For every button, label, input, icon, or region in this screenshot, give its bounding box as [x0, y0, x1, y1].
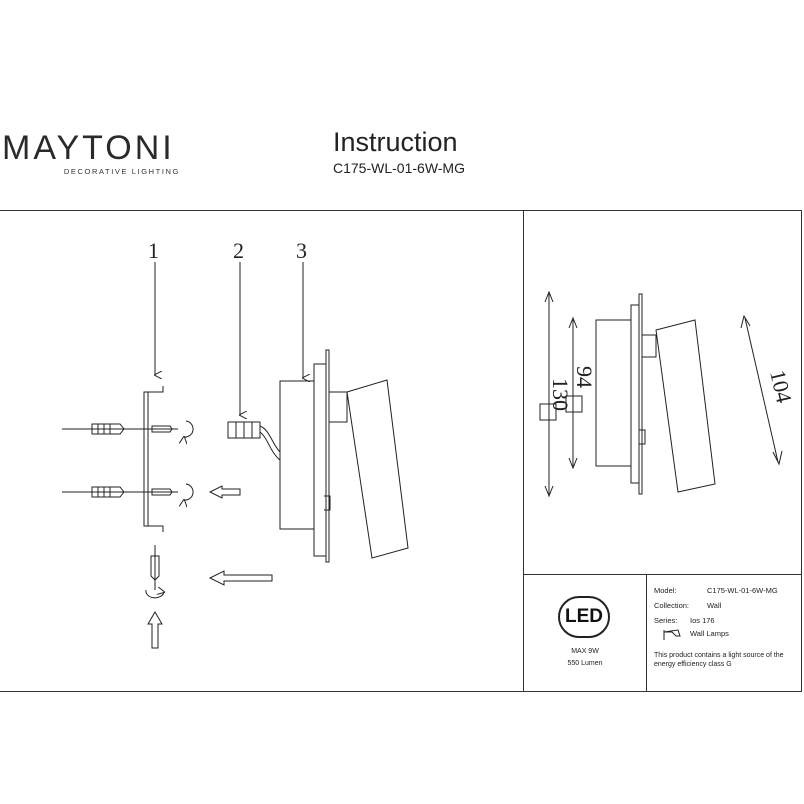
diagram-frame	[0, 210, 802, 692]
dimension-104: 104	[765, 368, 797, 406]
dimension-lines	[539, 290, 783, 498]
led-badge: LED	[558, 596, 610, 638]
page-title: Instruction	[333, 127, 458, 157]
callout-3: 3	[296, 238, 307, 263]
lumen: 550 Lumen	[567, 660, 603, 667]
divider-info	[646, 574, 647, 692]
brand-tagline: DECORATIVE LIGHTING	[63, 167, 180, 176]
collection-value: Wall	[707, 601, 722, 610]
brand-name: MAYTONI	[2, 129, 175, 167]
divider-vertical	[523, 210, 524, 692]
category-value: Wall Lamps	[690, 629, 729, 638]
series-value: Ios 176	[690, 616, 715, 625]
model-label: Model:	[654, 586, 677, 595]
energy-note: This product contains a light source of …	[654, 652, 784, 668]
terminal-block	[227, 421, 281, 461]
lamp-fixture	[279, 349, 409, 563]
mounting-bracket	[143, 386, 164, 532]
callout-2: 2	[233, 238, 244, 263]
model-code: C175-WL-01-6W-MG	[333, 160, 465, 176]
direction-arrows	[147, 485, 273, 649]
screws-and-anchors	[62, 420, 194, 599]
side-view	[595, 293, 716, 495]
divider-horizontal	[523, 574, 802, 575]
collection-label: Collection:	[654, 601, 690, 610]
max-power: MAX 9W	[571, 648, 599, 655]
dimension-130: 130	[548, 378, 573, 411]
dimension-94: 94	[572, 366, 597, 388]
model-value: C175-WL-01-6W-MG	[707, 586, 778, 595]
series-label: Series:	[654, 616, 678, 625]
callout-1: 1	[148, 238, 159, 263]
wall-lamp-icon	[663, 629, 681, 640]
brand-logo: MAYTONI DECORATIVE LIGHTING	[2, 130, 180, 176]
